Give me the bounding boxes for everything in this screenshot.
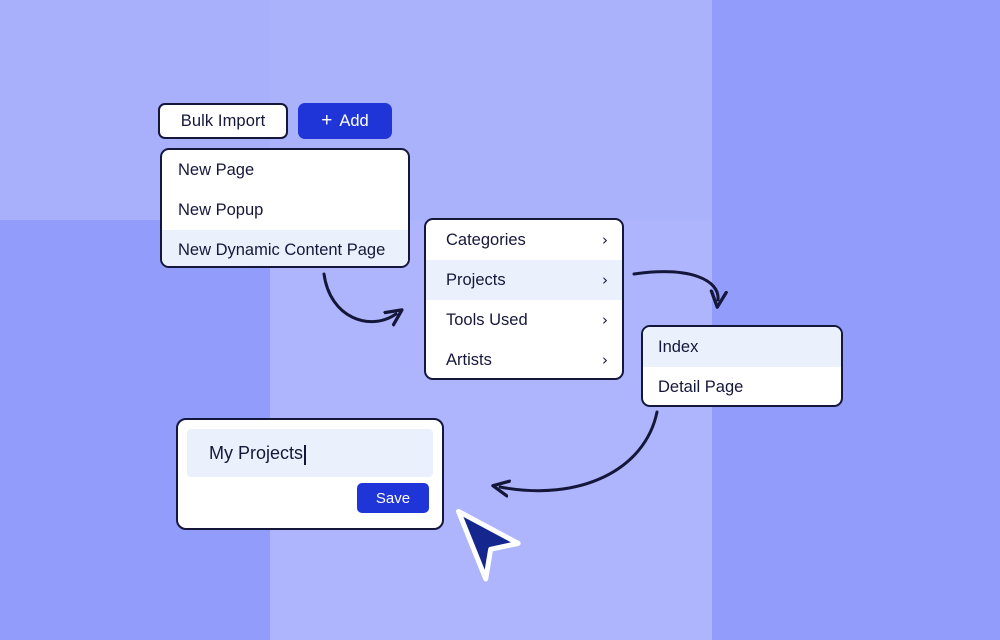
menu-item-label: Detail Page: [658, 377, 744, 396]
chevron-right-icon: ›: [602, 230, 608, 249]
chevron-right-icon: ›: [602, 270, 608, 289]
bulk-import-button[interactable]: Bulk Import: [158, 103, 288, 139]
page-name-input[interactable]: My Projects: [187, 429, 433, 477]
background-right-band: [712, 0, 1000, 640]
page-name-input-value: My Projects: [209, 442, 304, 463]
menu-item-new-popup[interactable]: New Popup: [162, 190, 408, 230]
menu-item-index[interactable]: Index: [643, 327, 841, 367]
menu-item-label: Index: [658, 337, 699, 356]
chevron-right-icon: ›: [602, 350, 608, 369]
add-button[interactable]: + Add: [298, 103, 392, 139]
menu-item-tools-used[interactable]: Tools Used ›: [426, 300, 622, 340]
menu-item-label: Categories: [446, 230, 526, 249]
menu-item-label: New Page: [178, 160, 255, 179]
menu-item-artists[interactable]: Artists ›: [426, 340, 622, 378]
bulk-import-label: Bulk Import: [180, 111, 266, 130]
menu-item-label: New Popup: [178, 200, 264, 219]
add-button-label: Add: [339, 111, 369, 130]
dialog-actions: Save: [187, 477, 433, 519]
chevron-right-icon: ›: [602, 310, 608, 329]
menu-item-label: Projects: [446, 270, 506, 289]
new-page-dropdown[interactable]: New Page New Popup New Dynamic Content P…: [160, 148, 410, 268]
text-caret: [304, 445, 306, 465]
menu-item-label: New Dynamic Content Page: [178, 240, 386, 259]
menu-item-projects[interactable]: Projects ›: [426, 260, 622, 300]
menu-item-new-dynamic-content-page[interactable]: New Dynamic Content Page: [162, 230, 408, 266]
plus-icon: +: [321, 109, 333, 131]
categories-dropdown[interactable]: Categories › Projects › Tools Used › Art…: [424, 218, 624, 380]
save-button-label: Save: [375, 489, 411, 507]
mouse-pointer-icon: [456, 508, 521, 582]
menu-item-label: Artists: [446, 350, 492, 369]
menu-item-new-page[interactable]: New Page: [162, 150, 408, 190]
name-dialog: My Projects Save: [176, 418, 444, 530]
menu-item-categories[interactable]: Categories ›: [426, 220, 622, 260]
save-button[interactable]: Save: [357, 483, 429, 513]
menu-item-detail-page[interactable]: Detail Page: [643, 367, 841, 405]
menu-item-label: Tools Used: [446, 310, 528, 329]
index-dropdown[interactable]: Index Detail Page: [641, 325, 843, 407]
